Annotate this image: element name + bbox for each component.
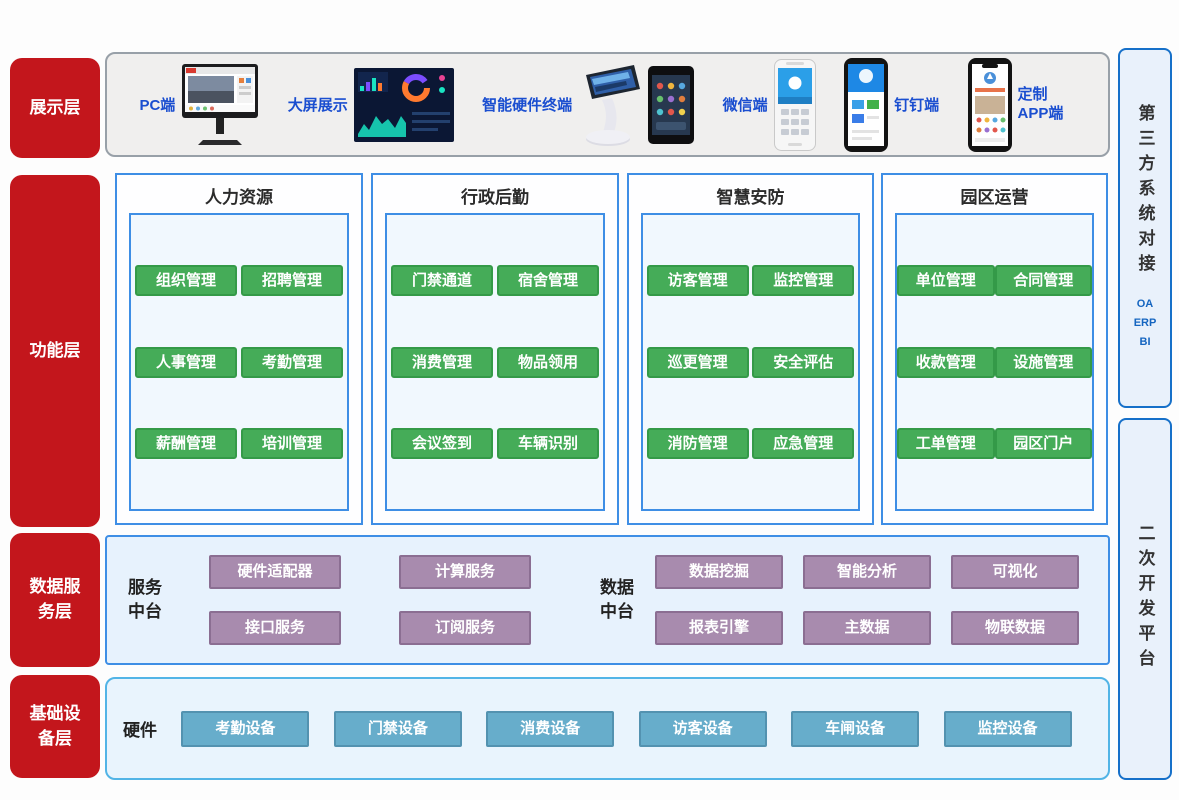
function-group-security-title: 智慧安防 <box>716 188 785 207</box>
device-kiosk-label: 智能硬件终端 <box>482 97 573 114</box>
module-button: 收款管理 <box>897 346 995 378</box>
module-button: 人事管理 <box>135 346 237 378</box>
device-wechat-label: 微信端 <box>722 97 768 114</box>
device-custom-app: 定制APP端 <box>967 57 1076 152</box>
module-button: 设施管理 <box>994 346 1092 378</box>
third-party-integration-box: 第三方系统对接 OA ERP BI <box>1118 48 1172 408</box>
hardware-device-button: 考勤设备 <box>181 710 310 747</box>
data-platform-label: 数据中台 <box>600 578 634 621</box>
infrastructure-layer-panel: 硬件 考勤设备 门禁设备 消费设备 访客设备 车闸设备 监控设备 <box>105 677 1110 780</box>
hardware-devices: 考勤设备 门禁设备 消费设备 访客设备 车闸设备 监控设备 <box>157 710 1096 747</box>
device-dingtalk-label: 钉钉端 <box>894 97 940 114</box>
system-abbr-oa: OA <box>1136 298 1154 311</box>
third-party-integration-label: 第三方系统对接 <box>1135 104 1155 280</box>
layer-label-function: 功能层 <box>10 175 100 527</box>
hardware-device-button: 监控设备 <box>943 710 1072 747</box>
device-kiosk: 智能硬件终端 <box>482 61 695 149</box>
function-group-admin: 行政后勤 门禁通道 宿舍管理 消费管理 物品领用 会议签到 车辆识别 <box>371 173 619 525</box>
function-group-security-modules: 访客管理 监控管理 巡更管理 安全评估 消防管理 应急管理 <box>641 213 860 511</box>
system-abbr-erp: ERP <box>1133 317 1157 330</box>
tablet-icon <box>648 65 695 144</box>
layer-label-infrastructure-text: 基础设备层 <box>29 703 81 748</box>
module-button: 工单管理 <box>897 427 995 459</box>
function-group-park-ops-modules: 单位管理 合同管理 收款管理 设施管理 工单管理 园区门户 <box>895 213 1094 511</box>
function-group-hr: 人力资源 组织管理 招聘管理 人事管理 考勤管理 薪酬管理 培训管理 <box>115 173 363 525</box>
module-button: 会议签到 <box>391 427 493 459</box>
secondary-development-box: 二次开发平台 <box>1118 418 1172 780</box>
big-screen-icon <box>353 67 454 142</box>
module-button: 合同管理 <box>994 265 1092 297</box>
service-button: 硬件适配器 <box>209 555 341 589</box>
third-party-systems-list: OA ERP BI <box>1134 295 1157 351</box>
module-button: 宿舍管理 <box>497 265 599 297</box>
service-button: 物联数据 <box>951 611 1079 645</box>
function-group-hr-title: 人力资源 <box>205 188 273 207</box>
custom-app-phone-icon <box>967 57 1012 152</box>
function-group-admin-modules: 门禁通道 宿舍管理 消费管理 物品领用 会议签到 车辆识别 <box>385 213 605 511</box>
module-button: 消费管理 <box>391 346 493 378</box>
service-button: 智能分析 <box>803 555 931 589</box>
device-wechat: 微信端 <box>722 58 816 151</box>
hardware-device-button: 门禁设备 <box>333 710 462 747</box>
function-group-hr-modules: 组织管理 招聘管理 人事管理 考勤管理 薪酬管理 培训管理 <box>129 213 349 511</box>
module-button: 访客管理 <box>646 265 749 297</box>
service-button: 主数据 <box>803 611 931 645</box>
module-button: 车辆识别 <box>497 427 599 459</box>
module-button: 园区门户 <box>994 427 1092 459</box>
device-custom-app-label: 定制APP端 <box>1017 85 1064 122</box>
module-button: 门禁通道 <box>391 265 493 297</box>
system-abbr-bi: BI <box>1139 335 1151 348</box>
service-platform-modules: 硬件适配器 计算服务 接口服务 订阅服务 <box>209 555 531 645</box>
service-button: 数据挖掘 <box>655 555 783 589</box>
service-button: 接口服务 <box>209 611 341 645</box>
module-button: 培训管理 <box>241 427 343 459</box>
display-layer-panel: PC端 大屏展示 <box>105 52 1110 157</box>
function-group-admin-title: 行政后勤 <box>461 188 529 207</box>
function-group-park-ops-title: 园区运营 <box>960 188 1029 207</box>
module-button: 巡更管理 <box>646 346 749 378</box>
hardware-label: 硬件 <box>123 721 157 740</box>
hardware-device-button: 消费设备 <box>486 710 615 747</box>
module-button: 组织管理 <box>135 265 237 297</box>
module-button: 物品领用 <box>497 346 599 378</box>
device-pc: PC端 <box>139 63 259 147</box>
service-button: 计算服务 <box>399 555 531 589</box>
module-button: 招聘管理 <box>241 265 343 297</box>
service-platform-label: 服务中台 <box>128 578 162 621</box>
device-big-screen-label: 大屏展示 <box>287 97 348 114</box>
wechat-phone-icon <box>773 58 816 151</box>
layer-label-infrastructure: 基础设备层 <box>10 675 100 778</box>
service-button: 报表引擎 <box>655 611 783 645</box>
data-platform-modules: 数据挖掘 智能分析 可视化 报表引擎 主数据 物联数据 <box>655 555 1079 645</box>
hardware-device-button: 车闸设备 <box>791 710 920 747</box>
module-button: 单位管理 <box>897 265 995 297</box>
hardware-device-button: 访客设备 <box>638 710 767 747</box>
module-button: 薪酬管理 <box>135 427 237 459</box>
module-button: 监控管理 <box>752 265 855 297</box>
data-service-layer-panel: 服务中台 硬件适配器 计算服务 接口服务 订阅服务 数据中台 数据挖掘 智能分析… <box>105 535 1110 665</box>
layer-label-display-text: 展示层 <box>29 97 81 117</box>
module-button: 应急管理 <box>752 427 855 459</box>
device-dingtalk: 钉钉端 <box>844 57 940 152</box>
function-group-park-ops: 园区运营 单位管理 合同管理 收款管理 设施管理 工单管理 园区门户 <box>881 173 1108 525</box>
module-button: 安全评估 <box>752 346 855 378</box>
layer-label-data-service-text: 数据服务层 <box>29 577 81 621</box>
service-button: 订阅服务 <box>399 611 531 645</box>
secondary-development-label: 二次开发平台 <box>1135 524 1155 674</box>
module-button: 消防管理 <box>646 427 749 459</box>
layer-label-data-service: 数据服务层 <box>10 533 100 667</box>
function-group-security: 智慧安防 访客管理 监控管理 巡更管理 安全评估 消防管理 应急管理 <box>627 173 874 525</box>
device-big-screen: 大屏展示 <box>287 67 454 142</box>
device-pc-label: PC端 <box>139 97 176 114</box>
layer-label-display: 展示层 <box>10 58 100 158</box>
kiosk-icon <box>586 64 641 146</box>
layer-label-function-text: 功能层 <box>29 340 81 360</box>
pc-monitor-icon <box>182 63 259 145</box>
service-button: 可视化 <box>951 555 1079 589</box>
module-button: 考勤管理 <box>241 346 343 378</box>
dingtalk-phone-icon <box>844 57 889 152</box>
